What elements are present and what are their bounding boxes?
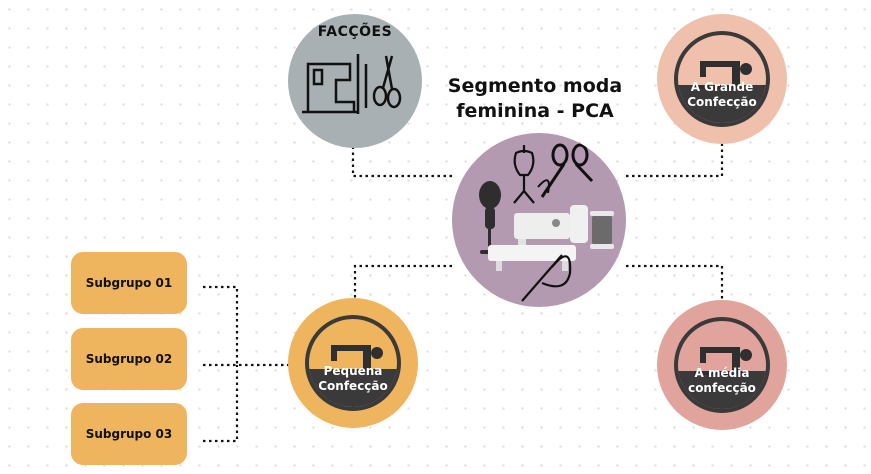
sewing-machine-icon [694, 61, 752, 89]
pequena-confeccao-circle [288, 298, 418, 428]
subgroup-01: Subgrupo 01 [71, 252, 187, 314]
sewing-collage-icon [479, 143, 614, 302]
connector-center-pequena [353, 264, 452, 323]
segment-title: Segmento moda feminina - PCA [447, 75, 623, 122]
subgroup-03: Subgrupo 03 [71, 403, 187, 465]
connector-subgroup-3 [203, 365, 239, 443]
pequena-label: Pequena Confecção [318, 364, 388, 393]
connector-center-grande [626, 132, 724, 178]
faccoes-circle [288, 14, 422, 148]
sewing-machine-scissors-icon [302, 54, 402, 114]
grande-confeccao-circle [657, 14, 787, 144]
media-badge [674, 317, 770, 413]
sewing-machine-icon [694, 347, 752, 375]
media-confeccao-circle [657, 300, 787, 430]
sewing-machine-icon [325, 345, 383, 373]
subgroup-02: Subgrupo 02 [71, 328, 187, 390]
connector-subgroup-1 [203, 285, 239, 365]
center-segment-circle [452, 133, 626, 307]
grande-badge [674, 31, 770, 127]
media-label: A média confecção [688, 366, 756, 395]
grande-label: A Grande Confecção [687, 80, 757, 109]
pequena-badge [305, 315, 401, 411]
faccoes-label: FACÇÕES [317, 24, 393, 40]
